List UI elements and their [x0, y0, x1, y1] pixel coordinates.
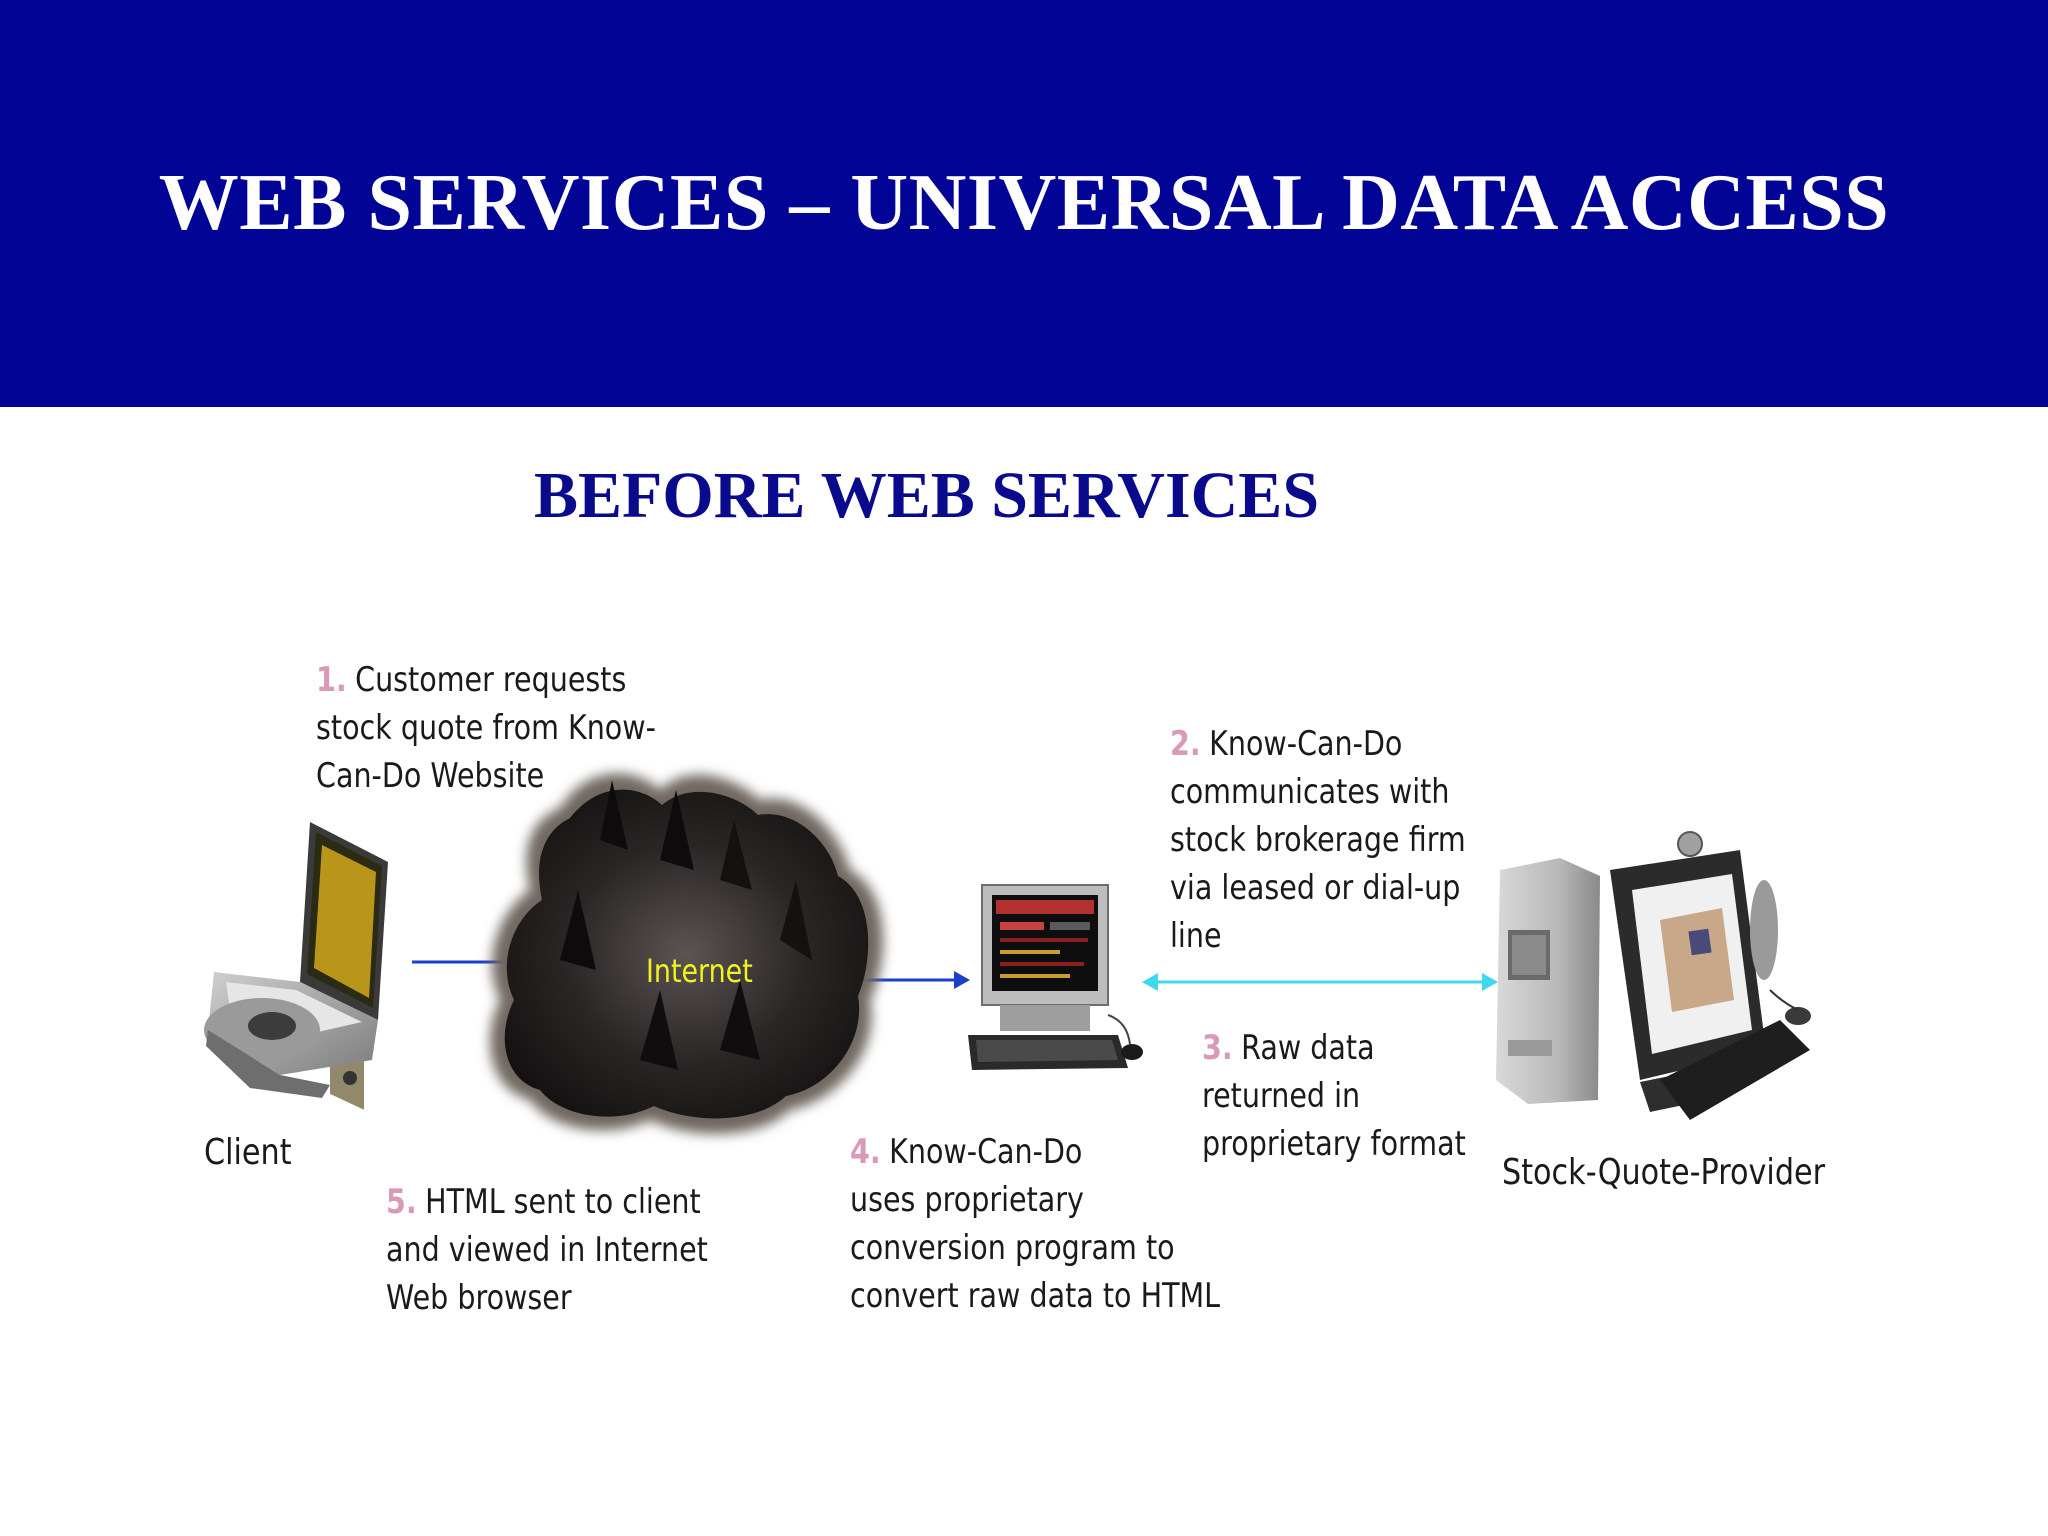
client-label: Client [204, 1132, 292, 1173]
step-3-note: 3.Raw data returned in proprietary forma… [1202, 1024, 1466, 1168]
step-3-line-2: returned in [1202, 1072, 1466, 1120]
step-1-note: 1.Customer requests stock quote from Kno… [316, 656, 656, 800]
step-3-number: 3. [1202, 1028, 1233, 1068]
internet-label: Internet [646, 952, 753, 990]
step-1-line-3: Can-Do Website [316, 752, 656, 800]
step-5-line-1: HTML sent to client [425, 1182, 701, 1222]
step-4-line-1: Know-Can-Do [889, 1132, 1082, 1172]
step-5-line-2: and viewed in Internet [386, 1226, 708, 1274]
step-1-line-1: Customer requests [355, 660, 626, 700]
step-4-number: 4. [850, 1132, 881, 1172]
step-2-note: 2.Know-Can-Do communicates with stock br… [1170, 720, 1466, 960]
step-3-line-1: Raw data [1241, 1028, 1374, 1068]
provider-label: Stock-Quote-Provider [1502, 1152, 1825, 1193]
server-computer-icon [968, 885, 1143, 1070]
step-2-line-2: communicates with [1170, 768, 1466, 816]
arrowhead-right-icon [954, 971, 970, 989]
step-5-number: 5. [386, 1182, 417, 1222]
step-3-line-3: proprietary format [1202, 1120, 1466, 1168]
step-4-note: 4.Know-Can-Do uses proprietary conversio… [850, 1128, 1220, 1320]
provider-computer-icon [1496, 832, 1811, 1120]
arrowhead-right-icon [1482, 973, 1498, 991]
arrowhead-left-icon [1142, 973, 1158, 991]
step-4-line-3: conversion program to [850, 1224, 1220, 1272]
step-5-note: 5.HTML sent to client and viewed in Inte… [386, 1178, 708, 1322]
step-1-line-2: stock quote from Know- [316, 704, 656, 752]
step-2-line-4: via leased or dial-up [1170, 864, 1466, 912]
step-2-line-3: stock brokerage firm [1170, 816, 1466, 864]
step-4-line-2: uses proprietary [850, 1176, 1220, 1224]
step-4-line-4: convert raw data to HTML [850, 1272, 1220, 1320]
step-2-number: 2. [1170, 724, 1201, 764]
step-5-line-3: Web browser [386, 1274, 708, 1322]
step-2-line-1: Know-Can-Do [1209, 724, 1402, 764]
step-1-number: 1. [316, 660, 347, 700]
client-laptop-icon [204, 822, 388, 1110]
step-2-line-5: line [1170, 912, 1466, 960]
